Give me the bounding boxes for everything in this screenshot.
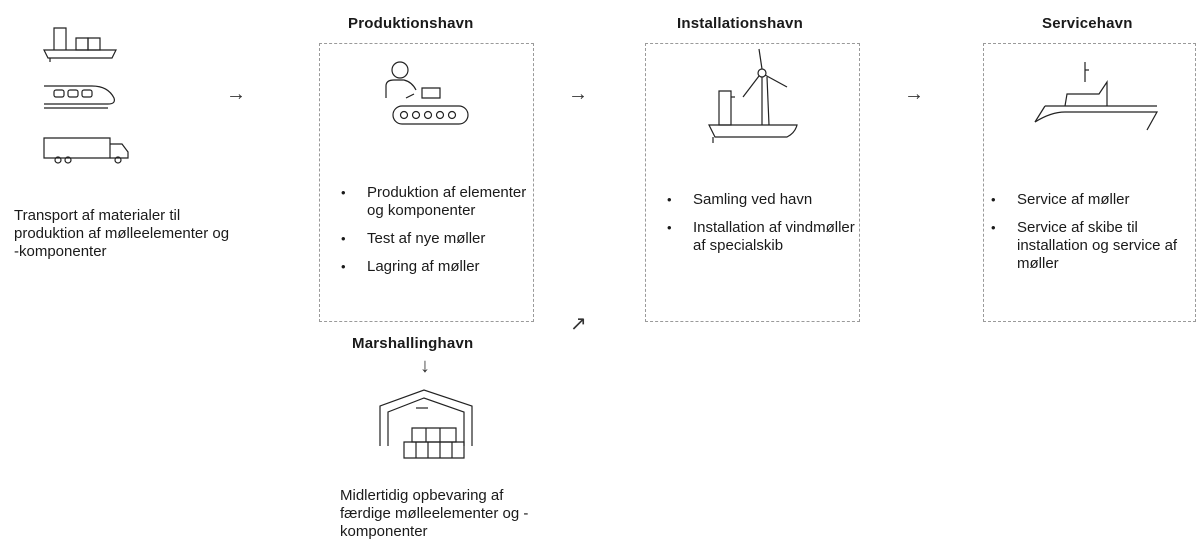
- arrow-transport-to-production: →: [226, 83, 246, 105]
- arrow-production-to-marshalling: ↓: [420, 355, 430, 377]
- production-box: [319, 43, 534, 322]
- service-bullets: Service af møller Service af skibe til i…: [983, 191, 1197, 283]
- list-item: Test af nye møller: [333, 230, 533, 248]
- list-item: Service af skibe til installation og ser…: [983, 219, 1197, 273]
- production-conveyor-icon: [378, 58, 470, 130]
- train-icon: [42, 82, 122, 112]
- production-bullets: Produktion af elementer og komponenter T…: [333, 184, 533, 286]
- service-title: Servicehavn: [1042, 15, 1133, 32]
- installation-title: Installationshavn: [677, 15, 803, 32]
- ship-icon: [42, 22, 122, 62]
- arrow-installation-to-service: →: [904, 83, 924, 105]
- list-item: Lagring af møller: [333, 258, 533, 276]
- truck-icon: [42, 136, 132, 166]
- list-item: Produktion af elementer og komponenter: [333, 184, 533, 220]
- list-item: Installation af vindmøller af specialski…: [659, 219, 859, 255]
- list-item: Samling ved havn: [659, 191, 859, 209]
- production-title: Produktionshavn: [348, 15, 474, 32]
- arrow-production-to-installation: →: [568, 83, 588, 105]
- marshalling-description: Midlertidig opbevaring af færdige møllee…: [340, 487, 529, 540]
- service-box: [983, 43, 1196, 322]
- transport-description: Transport af materialer til produktion a…: [14, 207, 230, 260]
- wind-turbine-ship-icon: [705, 47, 800, 143]
- marshalling-title: Marshallinghavn: [352, 335, 474, 352]
- service-vessel-icon: [1035, 60, 1165, 132]
- arrow-marshalling-to-installation: ↗: [570, 313, 587, 335]
- installation-box: [645, 43, 860, 322]
- list-item: Service af møller: [983, 191, 1197, 209]
- installation-bullets: Samling ved havn Installation af vindmøl…: [659, 191, 859, 265]
- warehouse-icon: [378, 384, 474, 464]
